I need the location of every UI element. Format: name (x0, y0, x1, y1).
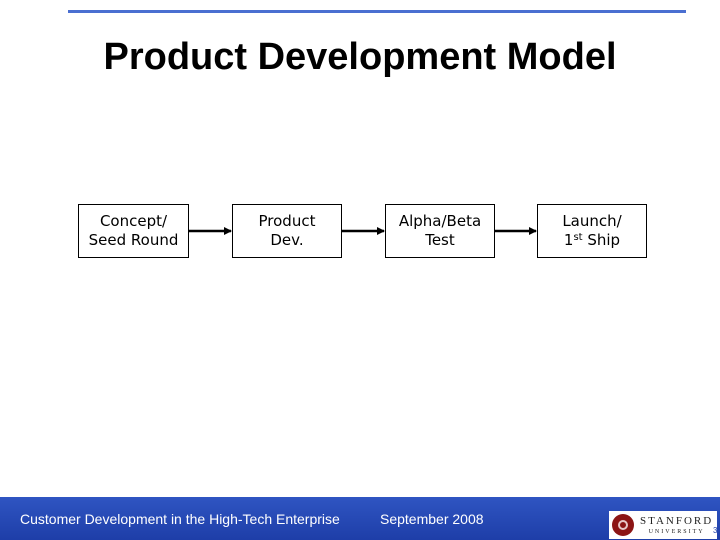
logo-subtext: UNIVERSITY (648, 528, 705, 535)
stanford-seal-icon (612, 514, 634, 536)
stage-launch-first-ship: Launch/ 1st Ship (537, 204, 647, 258)
stage-label-number: 1 (563, 231, 574, 249)
stage-label-ordinal: st (573, 232, 583, 243)
stage-label-rest: Ship (582, 231, 621, 249)
footer-date: September 2008 (380, 511, 484, 527)
page-number: 3 (713, 526, 718, 535)
stage-label-line2: Seed Round (88, 231, 179, 249)
stage-alpha-beta-test: Alpha/Beta Test (385, 204, 495, 258)
stage-label-line1: Launch/ (562, 212, 622, 230)
title-rule (68, 10, 686, 13)
stage-label-line1: Concept/ (99, 212, 168, 230)
stage-concept-seed-round: Concept/ Seed Round (78, 204, 189, 258)
stage-label-line1: Product (258, 212, 316, 230)
stage-label-line2: Test (425, 231, 455, 249)
footer-presentation-title: Customer Development in the High-Tech En… (20, 511, 340, 527)
stanford-logo: STANFORD UNIVERSITY (609, 511, 717, 539)
stage-product-dev: Product Dev. (232, 204, 342, 258)
footer-bar: Customer Development in the High-Tech En… (0, 497, 720, 540)
stage-label-line1: Alpha/Beta (398, 212, 482, 230)
stage-label-line2: Dev. (270, 231, 304, 249)
slide-title: Product Development Model (103, 36, 617, 78)
logo-wordmark: STANFORD (640, 514, 714, 527)
stage-label-line2: 1st Ship (562, 231, 621, 250)
